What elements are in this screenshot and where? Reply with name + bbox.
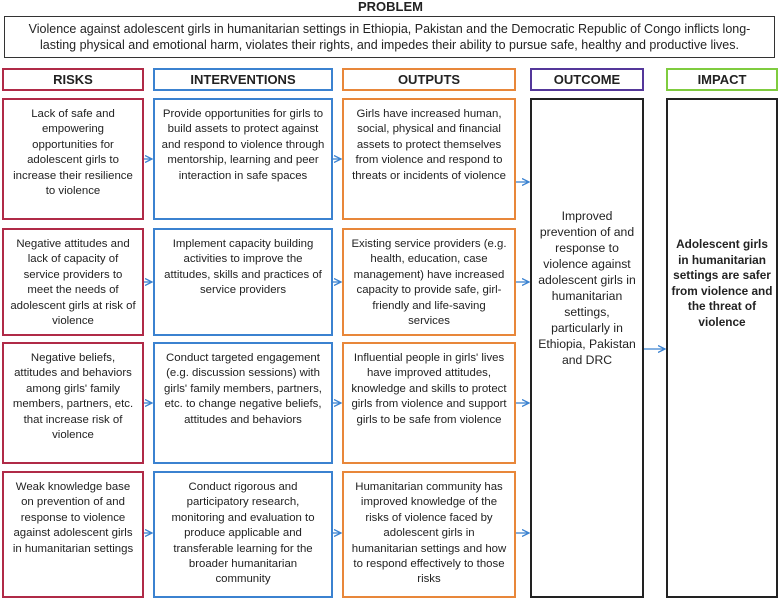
- impact-box: [666, 98, 778, 598]
- impact-header: IMPACT: [666, 68, 778, 91]
- risk-box-3: Negative beliefs, attitudes and behavior…: [2, 342, 144, 464]
- impact-text: Adolescent girls in humanitarian setting…: [671, 237, 773, 329]
- outcome-header: OUTCOME: [530, 68, 644, 91]
- interventions-header: INTERVENTIONS: [153, 68, 333, 91]
- risks-header: RISKS: [2, 68, 144, 91]
- outputs-header: OUTPUTS: [342, 68, 516, 91]
- risk-box-1: Lack of safe and empowering opportunitie…: [2, 98, 144, 220]
- intervention-box-1: Provide opportunities for girls to build…: [153, 98, 333, 220]
- problem-statement: Violence against adolescent girls in hum…: [4, 16, 775, 58]
- outcome-text: Improved prevention of and response to v…: [538, 209, 636, 367]
- output-box-4: Humanitarian community has improved know…: [342, 471, 516, 598]
- output-box-1: Girls have increased human, social, phys…: [342, 98, 516, 220]
- output-box-2: Existing service providers (e.g. health,…: [342, 228, 516, 336]
- intervention-box-3: Conduct targeted engagement (e.g. discus…: [153, 342, 333, 464]
- intervention-box-2: Implement capacity building activities t…: [153, 228, 333, 336]
- risk-box-4: Weak knowledge base on prevention of and…: [2, 471, 144, 598]
- intervention-box-4: Conduct rigorous and participatory resea…: [153, 471, 333, 598]
- problem-title: PROBLEM: [358, 0, 423, 14]
- risk-box-2: Negative attitudes and lack of capacity …: [2, 228, 144, 336]
- outcome-box: [530, 98, 644, 598]
- output-box-3: Influential people in girls' lives have …: [342, 342, 516, 464]
